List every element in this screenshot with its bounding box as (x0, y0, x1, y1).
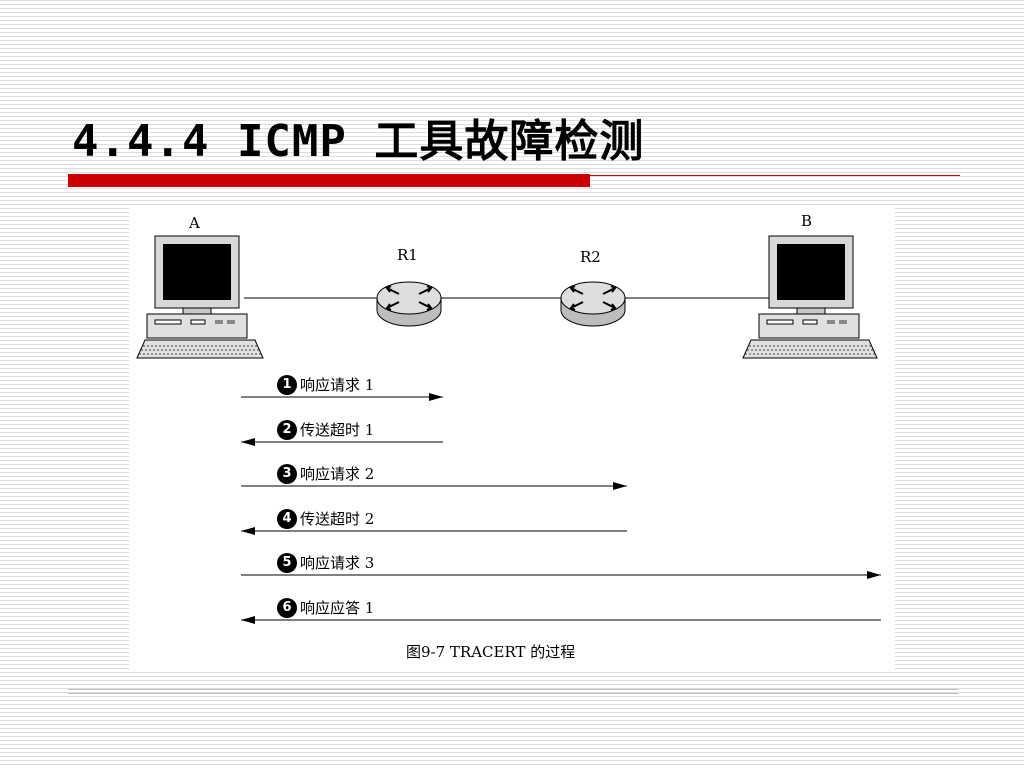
step-number-badge: 3 (277, 464, 297, 484)
step-label: 响应应答 1 (300, 599, 375, 617)
step-arrow-head (241, 438, 255, 446)
step-number-badge: 1 (277, 375, 297, 395)
computer-a-icon (136, 235, 264, 359)
figure-caption: 图9-7 TRACERT 的过程 (406, 643, 576, 661)
step-label: 响应请求 3 (300, 554, 375, 572)
step-label: 传送超时 2 (300, 510, 375, 528)
footer-rule (68, 689, 958, 690)
step-label: 响应请求 1 (300, 376, 375, 394)
host-a-label: A (189, 214, 200, 232)
router-r1-label: R1 (397, 246, 418, 264)
step-number-badge: 4 (277, 509, 297, 529)
title-underline-thin (590, 175, 960, 176)
title-underline-bar (68, 174, 590, 187)
step-arrow-head (429, 393, 443, 401)
step-number-badge: 2 (277, 420, 297, 440)
host-b-label: B (801, 212, 813, 230)
computer-b-icon (742, 235, 878, 359)
footer-rule-secondary (68, 693, 958, 694)
step-label: 响应请求 2 (300, 465, 375, 483)
slide-title: 4.4.4 ICMP 工具故障检测 (72, 116, 645, 167)
step-arrow-head (241, 527, 255, 535)
step-number-badge: 5 (277, 553, 297, 573)
step-label: 传送超时 1 (300, 421, 375, 439)
router-r2-label: R2 (580, 248, 601, 266)
diagram-graphics (136, 235, 881, 624)
step-arrow-head (867, 571, 881, 579)
router-r1-icon (376, 281, 442, 327)
step-arrow-head (613, 482, 627, 490)
step-arrows (241, 393, 881, 624)
router-r2-icon (560, 281, 626, 327)
step-number-badge: 6 (277, 598, 297, 618)
step-arrow-head (241, 616, 255, 624)
